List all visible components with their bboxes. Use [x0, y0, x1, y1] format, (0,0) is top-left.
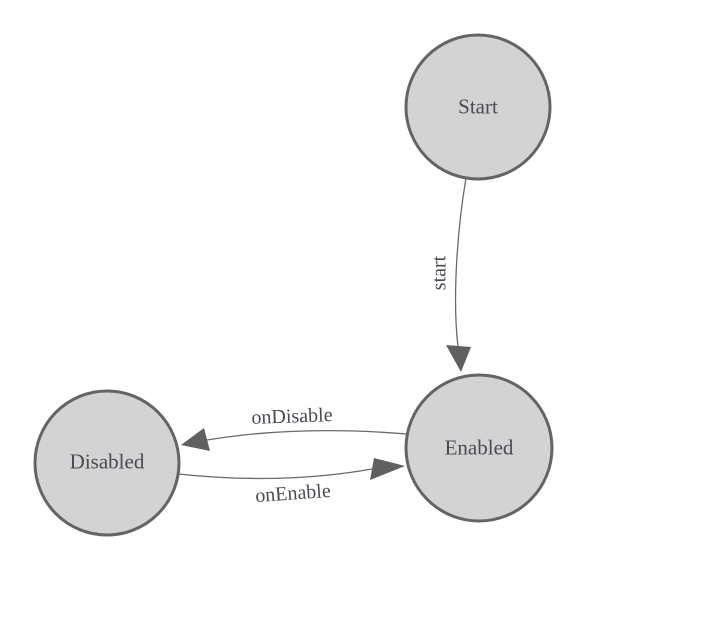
state-disabled[interactable] — [33, 389, 181, 537]
arrowhead-enabled-to-disabled-icon — [181, 428, 210, 451]
arrowhead-start-to-enabled-icon — [446, 345, 471, 372]
edge-disabled-to-enabled[interactable] — [177, 468, 373, 480]
state-enabled[interactable] — [404, 373, 554, 523]
edge-start-to-enabled[interactable] — [454, 177, 467, 348]
edge-enabled-to-disabled[interactable] — [206, 429, 408, 441]
state-start[interactable] — [404, 33, 552, 181]
arrowhead-disabled-to-enabled-icon — [370, 458, 405, 480]
